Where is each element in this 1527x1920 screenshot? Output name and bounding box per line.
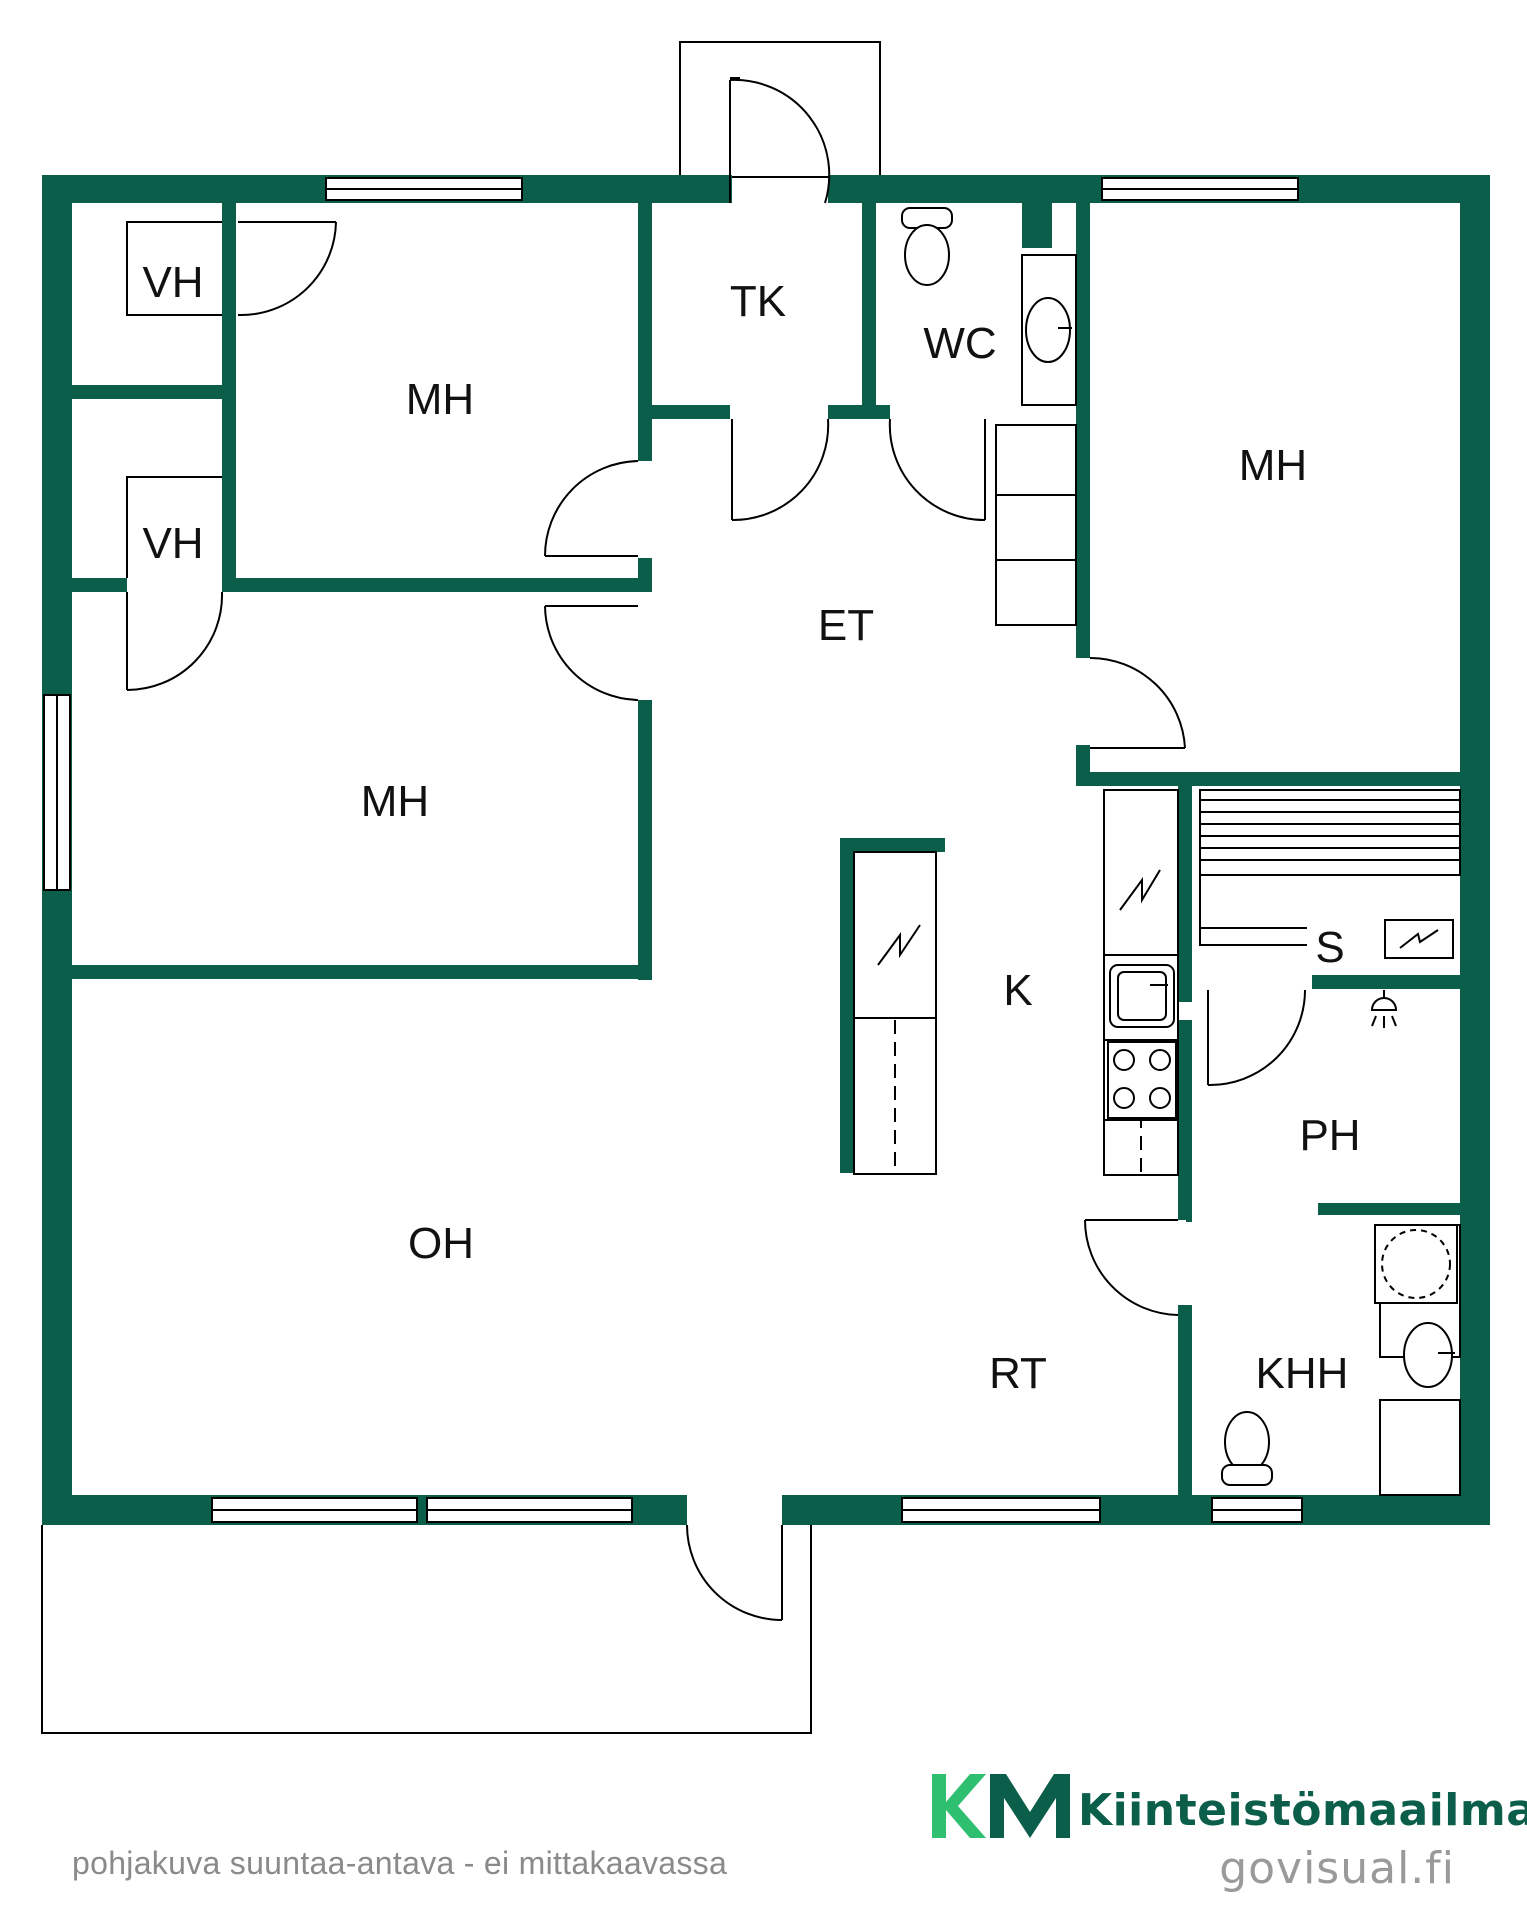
stove-icon — [1107, 1041, 1177, 1119]
room-label-mh-left: MH — [361, 777, 429, 826]
room-label-vh-mid: VH — [142, 519, 203, 568]
room-label-vh-top: VH — [142, 258, 203, 307]
room-label-mh-top-left: MH — [406, 375, 474, 424]
built-ins — [126, 221, 1461, 1496]
room-label-ph: PH — [1299, 1111, 1360, 1160]
room-label-s: S — [1315, 923, 1344, 972]
room-label-wc: WC — [923, 319, 996, 368]
doors — [126, 77, 1306, 1621]
shower-icon — [1370, 990, 1398, 1028]
balcony — [41, 1525, 812, 1734]
electric-heater-icon — [1119, 869, 1161, 911]
brand-website[interactable]: govisual.fi — [1219, 1843, 1455, 1894]
sink-icon — [1109, 964, 1175, 1028]
room-label-et: ET — [818, 601, 874, 650]
toilet-icon — [1221, 1411, 1273, 1486]
electric-heater-icon — [877, 924, 921, 966]
walls — [42, 175, 1490, 1525]
room-label-tk: TK — [730, 277, 786, 326]
room-label-oh: OH — [408, 1219, 474, 1268]
washing-machine-icon — [1374, 1224, 1458, 1304]
sauna-benches — [1199, 789, 1461, 959]
sink-icon — [1025, 297, 1072, 363]
room-label-mh-right: MH — [1239, 441, 1307, 490]
disclaimer-note: pohjakuva suuntaa-antava - ei mittakaava… — [72, 1845, 728, 1881]
room-label-rt: RT — [989, 1349, 1047, 1398]
entrance-canopy — [679, 41, 881, 178]
brand-name: Kiinteistömaailma — [1078, 1785, 1527, 1836]
sink-icon — [1403, 1322, 1455, 1388]
company-logo — [932, 1774, 1070, 1838]
toilet-icon — [901, 207, 953, 286]
room-label-khh: KHH — [1256, 1349, 1349, 1398]
room-label-k: K — [1003, 966, 1032, 1015]
windows — [43, 177, 1303, 1523]
